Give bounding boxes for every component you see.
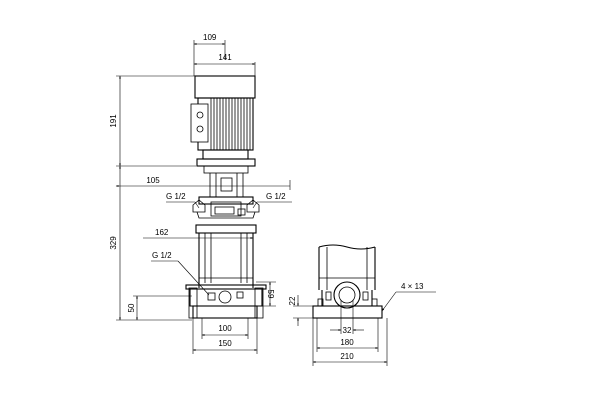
dim-side-hole-spacing-label: 180 (340, 338, 354, 347)
dim-port-spacing: 100 (201, 318, 249, 339)
vent-right-label: G 1/2 (266, 192, 286, 201)
dim-pump-height-label: 329 (109, 236, 118, 250)
pump-base (185, 284, 267, 319)
dim-side-base-width: 210 (312, 318, 388, 366)
dim-flange-offset: 105 (115, 176, 291, 190)
dim-base-height-label: 50 (127, 303, 136, 312)
dim-motor-top-width: 109 (193, 33, 226, 76)
side-port-outer (333, 281, 361, 309)
outlet-port (218, 290, 232, 304)
drain-label: G 1/2 (152, 251, 172, 260)
dim-pump-body-width: 162 (143, 228, 254, 239)
coupling-stool (203, 165, 249, 197)
front-view: 109 141 191 105 G 1/2 (109, 33, 292, 354)
dim-side-base-width-label: 210 (340, 352, 354, 361)
side-port-inner (338, 286, 356, 304)
dim-port-spacing-label: 100 (218, 324, 232, 333)
dim-motor-top-width-label: 109 (203, 33, 217, 42)
dim-side-port-diameter: 32 (330, 300, 364, 335)
pump-body (195, 224, 257, 288)
side-view: 22 32 180 210 4 × 13 (288, 244, 436, 366)
dim-port-height: 59 (256, 281, 276, 307)
dim-pump-height: 329 (109, 165, 192, 321)
dim-motor-height-label: 191 (109, 114, 118, 128)
terminal-gland (196, 125, 204, 133)
dim-motor-width: 141 (193, 53, 256, 76)
dim-base-height: 50 (127, 295, 192, 321)
mounting-holes-callout: 4 × 13 (381, 282, 436, 312)
dim-side-hole-spacing: 180 (316, 318, 379, 352)
terminal-gland (196, 111, 204, 119)
vent-right-callout: G 1/2 (252, 192, 292, 209)
dim-flange-offset-label: 105 (146, 176, 160, 185)
dim-side-port-diameter-label: 32 (343, 326, 352, 335)
drain-plug (207, 292, 216, 301)
dim-front-base-width-label: 150 (218, 339, 232, 348)
motor-fins (210, 98, 251, 150)
dim-side-base-height: 22 (288, 295, 313, 326)
mounting-holes-label: 4 × 13 (401, 282, 424, 291)
dim-pump-body-width-label: 162 (155, 228, 169, 237)
terminal-box (190, 103, 209, 143)
pump-head (192, 196, 260, 219)
vent-left-label: G 1/2 (166, 192, 186, 201)
vent-left-callout: G 1/2 (166, 192, 200, 209)
dim-front-base-width: 150 (192, 318, 258, 354)
dim-motor-height: 191 (109, 75, 196, 167)
drain-callout: G 1/2 (151, 251, 210, 296)
dim-port-height-label: 59 (266, 290, 275, 299)
motor (190, 75, 256, 167)
dim-motor-width-label: 141 (218, 53, 232, 62)
dim-side-base-height-label: 22 (288, 296, 297, 305)
